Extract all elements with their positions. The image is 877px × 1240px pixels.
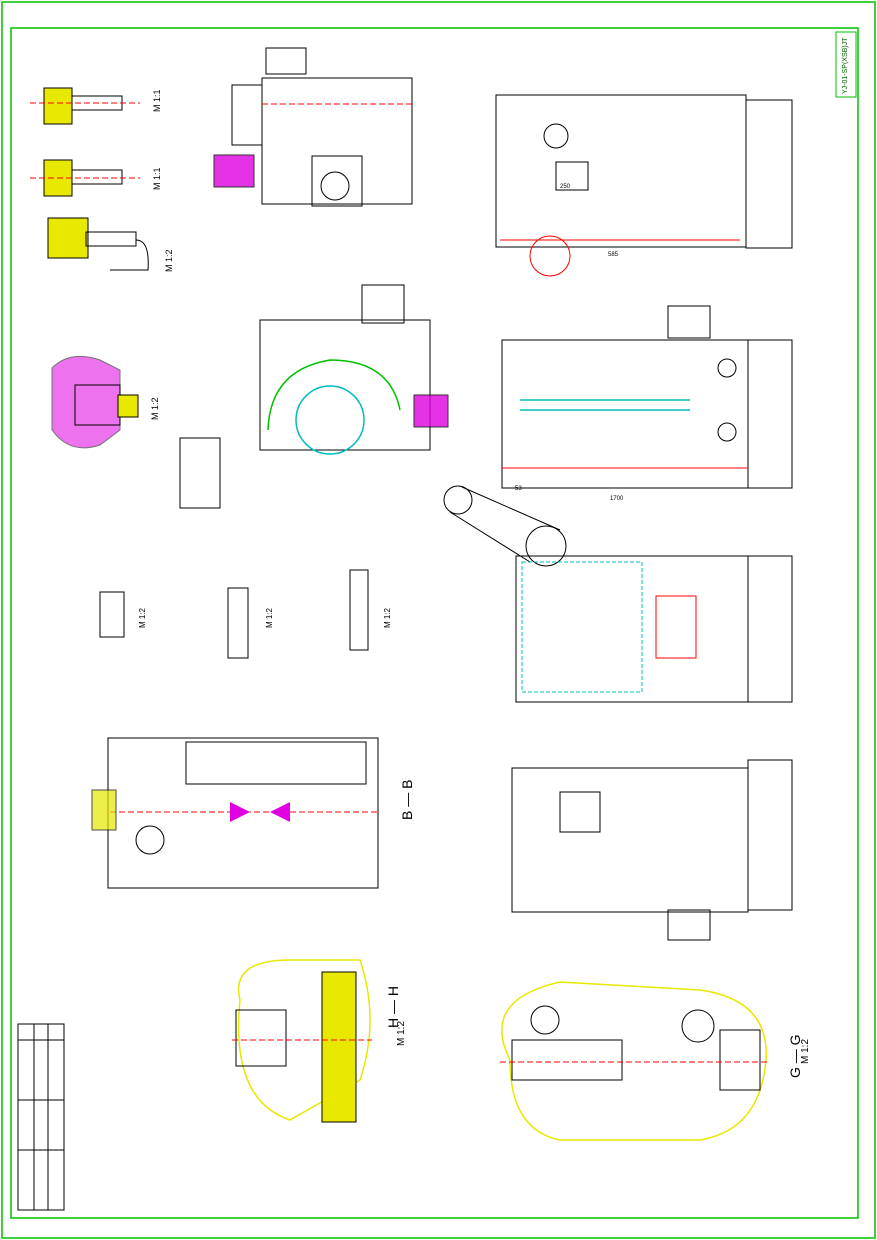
scale-j: M 1:2 [150,397,160,420]
detail-q-q [30,87,140,125]
dim-53: 53 [515,486,522,492]
scale-w-w: M 1:2 [138,607,147,628]
section-b-b [91,737,380,889]
right-fourth-view [511,759,793,941]
small-sections [99,569,369,659]
detail-j [51,355,139,449]
top-center-view [213,47,413,207]
center-main-view [259,284,449,455]
scale-k-k: M 1:2 [164,249,174,272]
title-block [17,1023,65,1211]
scale-q-q: M 1:1 [152,89,162,112]
detail-p-p [30,159,140,197]
label-h-h: H — H [385,986,401,1028]
scale-h-h: M 1:2 [396,1021,407,1046]
dim-1700: 1700 [610,496,624,502]
scale-g-g: M 1:2 [800,1039,811,1064]
scale-l-l: M 1:2 [265,607,274,628]
scale-p-p: M 1:1 [152,167,162,190]
right-second-view [501,305,793,489]
scale-n-n: M 1:2 [383,607,392,628]
section-h-h [232,959,372,1123]
dim-250: 250 [560,184,571,190]
small-part-drawing [179,437,221,509]
right-belt-view [443,485,793,703]
label-b-b: B — B [399,780,415,820]
code-text: YJ-01-SP(XSB)JT [842,37,849,94]
code-box [835,31,857,98]
dim-585: 585 [608,252,619,258]
right-top-view [495,94,793,277]
label-g-g: G — G [787,1034,803,1078]
inner-border [10,27,859,1219]
section-g-g [500,981,770,1141]
detail-k-k [47,217,149,271]
